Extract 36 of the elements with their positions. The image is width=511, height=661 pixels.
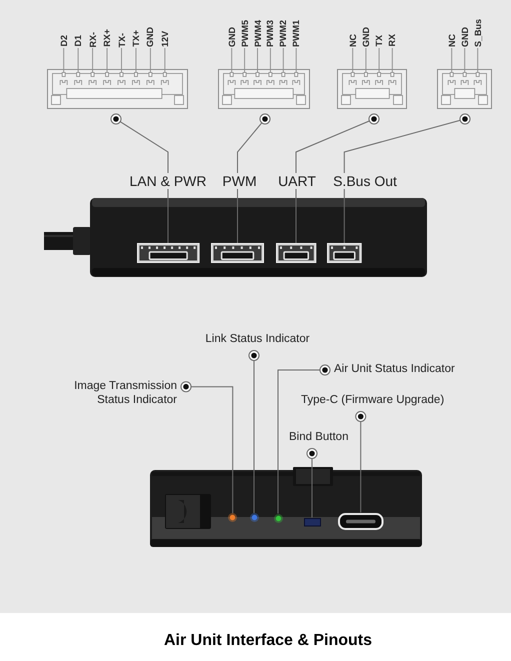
pin-label: PWM5: [240, 20, 250, 47]
callout-label: Type-C (Firmware Upgrade): [301, 394, 444, 408]
callout-label: Image Transmission Status Indicator: [73, 380, 177, 407]
caption: Air Unit Interface & Pinouts: [164, 631, 372, 650]
pin-label: GND: [145, 27, 156, 47]
connector-socket-icon: [276, 243, 316, 263]
connector-socket-icon: [136, 243, 200, 263]
push-button-icon: [304, 518, 321, 526]
pin-label: NC: [348, 34, 358, 47]
pin-label: GND: [360, 27, 371, 47]
callout-label: Link Status Indicator: [205, 333, 310, 346]
pin-label: 12V: [160, 30, 170, 47]
connector-socket-icon: [327, 243, 362, 263]
pin-label: RX+: [102, 29, 112, 47]
pin-label: S_Bus: [472, 18, 483, 47]
pin-label: TX: [374, 35, 384, 47]
pin-label: PWM4: [252, 20, 262, 47]
connector-socket-icon: [211, 243, 264, 263]
indicator-light-icon: [274, 514, 282, 522]
pin-label: D1: [73, 35, 84, 47]
pin-label: GND: [226, 27, 237, 47]
pin-label: GND: [460, 27, 470, 47]
pin-label: PWM1: [291, 20, 302, 47]
pin-label: NC: [446, 34, 457, 47]
pin-label: PWM3: [265, 20, 276, 47]
pin-label: D2: [58, 35, 69, 47]
pin-label: TX-: [116, 32, 126, 47]
pin-label: PWM2: [278, 20, 288, 47]
callout-label: Air Unit Status Indicator: [334, 363, 455, 376]
pin-label: TX+: [130, 30, 141, 47]
pin-label: RX-: [88, 32, 98, 47]
callout-label: Bind Button: [289, 431, 348, 444]
pin-label: RX: [387, 34, 398, 47]
indicator-light-icon: [250, 513, 258, 522]
indicator-light-icon: [228, 513, 238, 522]
usb-c-port-icon: [338, 512, 383, 530]
